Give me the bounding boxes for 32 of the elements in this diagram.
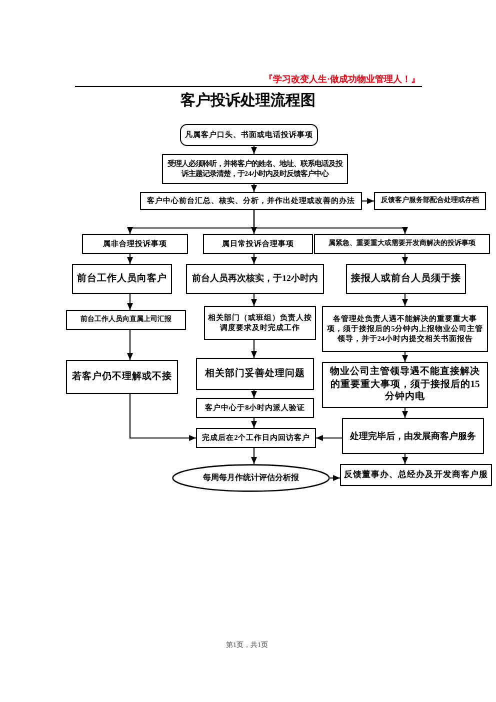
arrow xyxy=(402,408,408,418)
arrow xyxy=(362,198,374,204)
process-box: 相关部门妥善处理问题 xyxy=(196,358,314,390)
process-box: 接报人或前台人员须于接 xyxy=(346,264,466,294)
arrow xyxy=(251,146,257,154)
process-box: 前台人员再次核实，于12小时内 xyxy=(186,264,324,294)
ellipse-node: 每周每月作统计评估分析报 xyxy=(172,464,330,492)
arrow xyxy=(251,184,257,192)
process-box: 前台工作人员向客户 xyxy=(72,264,172,294)
arrow xyxy=(251,390,257,398)
process-box: 处理完毕后，由发展商客户服务 xyxy=(342,418,484,454)
arrow xyxy=(316,435,342,441)
arrow xyxy=(402,294,408,306)
arrow xyxy=(402,254,408,264)
process-box: 若客户仍不理解或不接 xyxy=(66,360,178,394)
arrow xyxy=(251,448,257,464)
arrow xyxy=(402,352,408,362)
arrow xyxy=(251,418,257,428)
arrow xyxy=(251,294,257,306)
arrow xyxy=(330,475,340,481)
arrow xyxy=(251,254,257,264)
arrow xyxy=(251,340,257,358)
process-box: 反馈董事办、总经办及开发商客户服 xyxy=(340,464,492,486)
arrow xyxy=(127,294,133,310)
slogan-text: 『学习改变人生·做成功物业管理人！』 xyxy=(264,73,420,86)
arrow xyxy=(402,454,408,464)
arrow xyxy=(127,330,133,360)
process-box: 物业公司主管领导遇不能直接解决的重要重大事项，须于接报后的15分钟内电 xyxy=(322,362,488,408)
title: 客户投诉处理流程图 xyxy=(180,91,316,110)
arrow xyxy=(127,254,133,264)
arrow xyxy=(129,394,196,441)
arrow xyxy=(253,210,408,234)
